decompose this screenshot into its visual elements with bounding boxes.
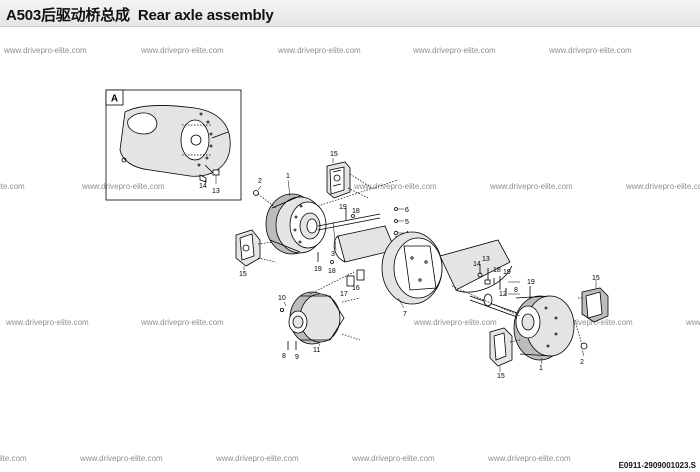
callout-12: 12 [499, 291, 507, 298]
callout-15: 15 [497, 373, 505, 380]
watermark: www.drivepro-elite.com [6, 318, 89, 327]
fastener-group-right: 14 13 18 19 12 8 19 [473, 256, 535, 304]
watermark: www.drivepro-elite.com [490, 182, 573, 191]
watermark: www.drivepro-elite.com [352, 454, 435, 463]
watermark: www.drivepro-elite.com [549, 46, 632, 55]
exploded-parts-diagram: .ln { stroke:#000; stroke-width:0.8; fil… [105, 89, 609, 380]
watermark: www.drivepro-elite.com [141, 318, 224, 327]
brake-caliper-left: 15 [235, 229, 277, 278]
callout-18: 18 [352, 208, 360, 215]
callout-3: 3 [331, 251, 335, 258]
watermark: www.drivepro-elite.com [82, 182, 165, 191]
callout-1: 1 [286, 173, 290, 180]
watermark: www.drivepro-elite.com [488, 454, 571, 463]
callout-10: 10 [278, 295, 286, 302]
watermark: www.drivepro-elite.com [626, 182, 700, 191]
callout-19: 19 [527, 279, 535, 286]
callout-14: 14 [199, 183, 207, 190]
callout-8: 8 [282, 353, 286, 360]
title-en: Rear axle assembly [137, 7, 274, 24]
brake-caliper-right: 15 [578, 275, 609, 323]
half-shaft-left: 3 [317, 213, 381, 258]
callout-18: 18 [328, 268, 336, 275]
detail-label-box [105, 89, 124, 106]
detail-view-a: A 14 13 [105, 89, 242, 201]
callout-6: 6 [405, 207, 409, 214]
drawing-code: E0911-2909001023.S [618, 461, 696, 470]
callout-2: 2 [258, 178, 262, 185]
callout-9: 9 [295, 354, 299, 361]
detail-port [127, 112, 158, 135]
callout-15: 15 [239, 271, 247, 278]
callout-1: 1 [539, 365, 543, 372]
watermark: www.drivepro-elite.com [0, 182, 25, 191]
watermark: www.drivepro-elite.com [0, 454, 27, 463]
fastener-group-bottom: 19 18 [314, 252, 336, 275]
watermark: www.drivepro-elite.com [278, 46, 361, 55]
wheel-hub-lower-left: 10 8 9 11 [278, 291, 361, 361]
fastener-group-top: 19 18 [339, 204, 360, 220]
brake-caliper-bottom: 15 [489, 327, 521, 380]
callout-11: 11 [313, 347, 320, 354]
callout-13: 13 [482, 256, 490, 263]
title-code-cn: A503后驱动桥总成 [6, 7, 130, 24]
callout-8: 8 [514, 287, 518, 294]
callout-13: 13 [212, 188, 220, 195]
watermark: www.drivepro-elite.com [550, 318, 633, 327]
detail-label: A [111, 94, 118, 105]
watermark: www.drivepro-elite.com [354, 182, 437, 191]
callout-19: 19 [339, 204, 347, 211]
wheel-hub-right: 2 1 [513, 295, 588, 372]
watermark: www.drivepro-elite.com [141, 46, 224, 55]
callout-17: 17 [340, 291, 348, 298]
callout-5: 5 [405, 219, 409, 226]
watermark: www.drivepro-elite.com [413, 46, 496, 55]
brake-caliper-top: 15 [326, 151, 373, 199]
title-bar: A503后驱动桥总成 Rear axle assembly [0, 0, 700, 27]
axle-housing: 7 [333, 225, 513, 318]
wheel-hub-left: 1 2 [253, 173, 327, 255]
detail-flange [180, 119, 210, 161]
watermark: www.drivepro-elite.com [4, 46, 87, 55]
callout-19: 19 [314, 266, 322, 273]
watermark: www.drivepro-elite.com [80, 454, 163, 463]
callout-16: 16 [352, 285, 360, 292]
callout-15: 15 [330, 151, 338, 158]
callout-15: 15 [592, 275, 600, 282]
watermark: www.drivepro-elite.com [686, 318, 700, 327]
detail-frame [105, 89, 242, 201]
gasket-parts: 17 16 [340, 269, 365, 298]
callout-7: 7 [403, 311, 407, 318]
callout-14: 14 [473, 261, 481, 268]
watermark: www.drivepro-elite.com [414, 318, 497, 327]
callout-18: 18 [493, 267, 501, 274]
callout-2: 2 [580, 359, 584, 366]
watermark: www.drivepro-elite.com [216, 454, 299, 463]
detail-bolt [212, 169, 220, 176]
page-title: A503后驱动桥总成 Rear axle assembly [6, 4, 274, 25]
half-shaft-right [469, 293, 521, 319]
detail-nut [199, 174, 207, 183]
callout-19: 19 [503, 269, 511, 276]
